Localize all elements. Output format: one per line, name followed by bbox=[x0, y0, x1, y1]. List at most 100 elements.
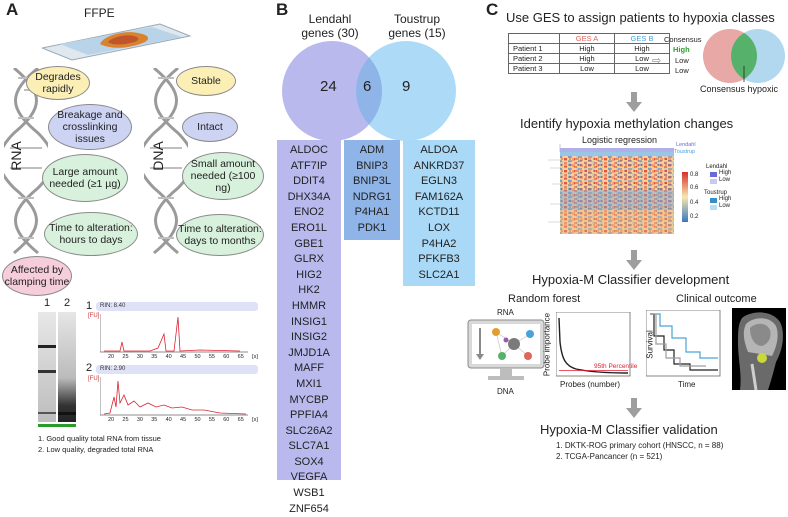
gene-label: DDIT4 bbox=[293, 175, 325, 188]
heatmap-lendahl-label: Lendahl bbox=[676, 142, 696, 148]
clinical-outcome-title: Clinical outcome bbox=[676, 293, 757, 305]
percentile-label: 95th Percentile bbox=[594, 363, 638, 370]
step4-title: Hypoxia-M Classifier validation bbox=[540, 422, 718, 437]
ges-cell: High bbox=[559, 43, 615, 54]
gene-label: DHX34A bbox=[287, 190, 331, 203]
gene-label: JMJD1A bbox=[288, 346, 330, 359]
heatmap-scale-02: 0.2 bbox=[690, 214, 699, 220]
ges-table: GES A GES B Patient 1 High High Patient … bbox=[508, 33, 670, 74]
gene-label: INSIG2 bbox=[290, 331, 328, 344]
consensus-value-1: High bbox=[673, 45, 690, 54]
gene-label: PFKFB3 bbox=[418, 253, 460, 266]
lendahl-set-label: Lendahl genes (30) bbox=[301, 12, 359, 40]
ges-header-empty bbox=[508, 33, 560, 44]
tick: 35 bbox=[151, 417, 158, 423]
rna-bubble-time: Time to alteration: hours to days bbox=[44, 212, 138, 256]
legend-lendahl-high-swatch bbox=[710, 172, 717, 177]
heatmap-scale-08: 0.8 bbox=[690, 172, 699, 178]
ges-row-label: Patient 1 bbox=[508, 43, 560, 54]
gene-label: P4HA2 bbox=[421, 237, 457, 250]
gel-lane-1 bbox=[38, 312, 56, 422]
dna-bubble-time: Time to alteration: days to months bbox=[176, 214, 264, 256]
heatmap-colorbar bbox=[682, 172, 688, 222]
venn-overlap-count: 6 bbox=[363, 78, 372, 95]
rna-vertical-label: RNA bbox=[8, 141, 24, 171]
step2-title: Identify hypoxia methylation changes bbox=[520, 116, 734, 131]
trace-1-number: 1 bbox=[86, 300, 93, 312]
gene-label: PPFIA4 bbox=[290, 409, 328, 422]
rna-bubble-breakage: Breakage and crosslinking issues bbox=[48, 104, 132, 150]
rna-bubble-clamping: Affected by clamping time bbox=[2, 256, 72, 296]
gene-label: MXI1 bbox=[296, 377, 322, 390]
dna-vertical-label: DNA bbox=[150, 141, 166, 171]
gel-lane-label-1: 1 bbox=[44, 297, 51, 309]
gel-marker-green bbox=[38, 424, 76, 427]
tick: 55 bbox=[208, 417, 215, 423]
toustrup-set-label: Toustrup genes (15) bbox=[388, 12, 446, 40]
heatmap-toustrup-label: Toustrup bbox=[674, 149, 696, 155]
legend-lendahl-high: High bbox=[719, 170, 732, 176]
monitor-network-icon bbox=[467, 319, 545, 380]
consensus-arrow-icon: ⇨ bbox=[652, 55, 662, 67]
rf-rna-label: RNA bbox=[497, 308, 514, 317]
ges-cell: Low bbox=[559, 63, 615, 74]
down-arrow-icon bbox=[626, 398, 642, 418]
validation-1: 1. DKTK-ROG primary cohort (HNSCC, n = 8… bbox=[556, 441, 724, 450]
gene-label: SOX4 bbox=[294, 455, 324, 468]
legend-lendahl-low: Low bbox=[719, 177, 731, 183]
validation-2: 2. TCGA-Pancancer (n = 521) bbox=[556, 452, 663, 461]
gene-label: GBE1 bbox=[294, 237, 324, 250]
gene-label: BNIP3 bbox=[356, 159, 388, 172]
gene-label: ATF7IP bbox=[290, 159, 328, 172]
gene-label: ZNF654 bbox=[289, 502, 329, 515]
panel-b-letter: B bbox=[276, 0, 289, 19]
rf-dna-label: DNA bbox=[497, 387, 514, 396]
gel-lane-2 bbox=[58, 312, 76, 422]
tick: [s] bbox=[252, 354, 258, 360]
lendahl-circle bbox=[282, 41, 382, 141]
tick: 60 bbox=[223, 354, 230, 360]
gene-label: MAFF bbox=[294, 362, 324, 375]
gene-label: HIG2 bbox=[296, 268, 322, 281]
tick: 65 bbox=[237, 354, 244, 360]
gene-label: ANKRD37 bbox=[413, 159, 465, 172]
gene-label: P4HA1 bbox=[354, 206, 390, 219]
gene-label: ADM bbox=[359, 144, 385, 156]
consensus-value-2: Low bbox=[675, 56, 689, 65]
tick: 40 bbox=[165, 354, 172, 360]
venn-left-count: 24 bbox=[320, 78, 337, 95]
tick: 25 bbox=[122, 354, 129, 360]
ges-cell: Low bbox=[614, 63, 670, 74]
probe-importance-xlabel: Probes (number) bbox=[560, 380, 621, 389]
heatmap-legend-toustrup: Toustrup bbox=[704, 190, 728, 196]
random-forest-title: Random forest bbox=[508, 293, 581, 305]
heatmap-scale-04: 0.4 bbox=[690, 200, 699, 206]
gene-label: FAM162A bbox=[414, 190, 464, 203]
consensus-value-3: Low bbox=[675, 66, 689, 75]
panel-a-letter: A bbox=[6, 0, 19, 19]
legend-toustrup-high: High bbox=[719, 196, 732, 202]
gene-label: SLC2A1 bbox=[418, 268, 460, 281]
tick: [s] bbox=[252, 417, 258, 423]
consensus-venn bbox=[703, 29, 785, 83]
gene-label: PDK1 bbox=[357, 221, 387, 234]
survival-plot bbox=[646, 310, 721, 377]
gene-label: LOX bbox=[427, 221, 450, 234]
heatmap-title: Logistic regression bbox=[582, 135, 658, 145]
legend-toustrup-low: Low bbox=[719, 203, 731, 209]
trace-2-rin: RIN: 2.90 bbox=[96, 365, 258, 374]
ges-row-label: Patient 3 bbox=[508, 63, 560, 74]
rna-bubble-degrades: Degrades rapidly bbox=[26, 66, 90, 100]
heatmap-scale-06: 0.6 bbox=[690, 185, 699, 191]
dna-bubble-amount: Small amount needed (≥100 ng) bbox=[182, 152, 264, 200]
gene-label: NDRG1 bbox=[352, 190, 392, 203]
dna-helix-icon bbox=[144, 68, 188, 255]
left-gene-list: ALDOC ATF7IP DDIT4 DHX34A ENO2 ERO1L GBE… bbox=[277, 140, 341, 515]
gene-label: HK2 bbox=[298, 284, 320, 297]
dna-bubble-intact: Intact bbox=[182, 112, 238, 142]
survival-xlabel: Time bbox=[678, 380, 696, 389]
tick: 20 bbox=[108, 354, 115, 360]
rna-helix-icon bbox=[4, 68, 48, 255]
gene-label: ENO2 bbox=[294, 206, 324, 219]
